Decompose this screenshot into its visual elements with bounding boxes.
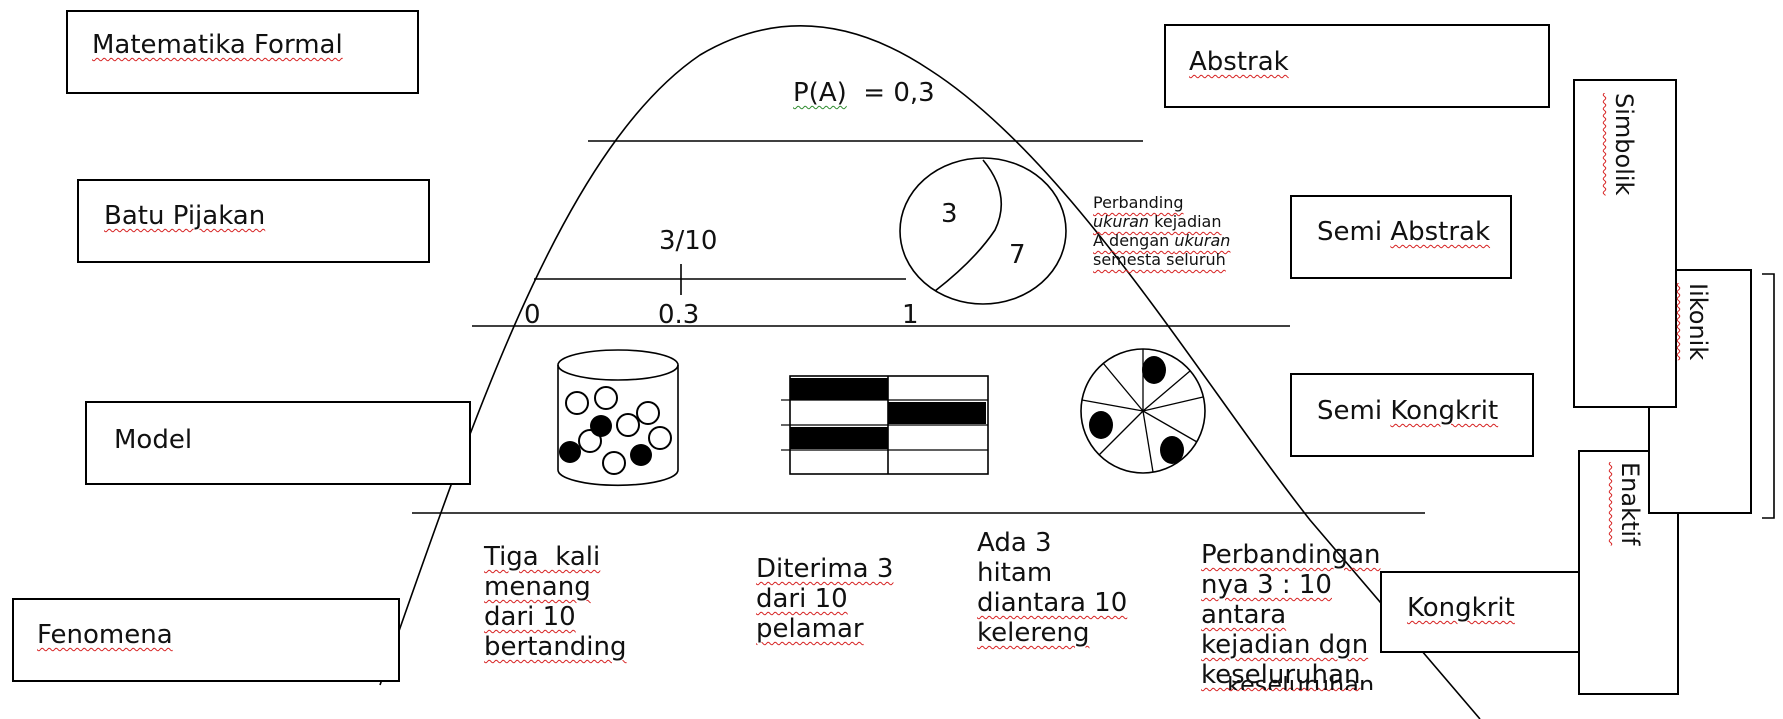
phenomenon-3-line: diantara 10 — [977, 588, 1128, 618]
phenomenon-1-line: bertanding — [484, 632, 627, 662]
phenomenon-4-line: nya 3 : 10 — [1201, 570, 1332, 600]
phenomenon-2-line: Diterima 3 — [756, 554, 894, 584]
level-box-semi-abstract — [1290, 195, 1512, 279]
semi-abstract-word1: Semi — [1317, 217, 1391, 247]
ratio-note-line3: A dengan ukuran — [1093, 231, 1230, 250]
level-label-concrete: Kongkrit — [1407, 593, 1515, 623]
level-label-stepping: Batu Pijakan — [104, 201, 266, 231]
ratio-note-line3-start: A dengan — [1093, 231, 1175, 250]
ratio-circle — [899, 157, 1067, 305]
level-label-phenomena: Fenomena — [37, 620, 173, 650]
ratio-note-italic2: ukuran — [1174, 231, 1231, 250]
phenomenon-4-line: Perbandingan — [1201, 540, 1381, 570]
level-box-abstract — [1164, 24, 1550, 108]
number-line-one: 1 — [902, 300, 919, 330]
repr-label-symbolic: Simbolik — [1610, 93, 1638, 196]
level-label-formal: Matematika Formal — [92, 30, 343, 60]
circle-part-b: 7 — [1009, 240, 1026, 270]
ratio-note-line4: semesta seluruh — [1093, 250, 1226, 269]
repr-label-enactive: Enaktif — [1616, 462, 1644, 546]
level-label-model: Model — [114, 425, 193, 455]
ratio-note-line2: ukuran kejadian — [1093, 212, 1230, 231]
circle-part-a: 3 — [941, 199, 958, 229]
phenomenon-3-line: hitam — [977, 558, 1053, 588]
ratio-note-line2-rest: kejadian — [1149, 212, 1222, 231]
phenomenon-1-line: menang — [484, 572, 591, 602]
semi-concrete-word2: Kongkrit — [1390, 396, 1499, 426]
phenomenon-4-line: kejadian dgn — [1201, 630, 1369, 660]
number-line-zero: 0 — [524, 300, 541, 330]
bell-curve — [379, 25, 1481, 719]
phenomenon-3: Ada 3 hitam diantara 10 kelereng — [977, 528, 1127, 648]
phenomenon-4-line-cut: keseluruhan — [1227, 676, 1375, 690]
number-line-fraction: 3/10 — [659, 226, 718, 256]
ratio-circle-divider — [934, 159, 1003, 292]
semi-abstract-word2: Abstrak — [1390, 217, 1491, 247]
phenomenon-3-line: kelereng — [977, 618, 1090, 648]
level-label-abstract: Abstrak — [1189, 47, 1289, 77]
phenomenon-4: Perbandingan nya 3 : 10 antara kejadian … — [1201, 540, 1380, 690]
phenomenon-2: Diterima 3 dari 10 pelamar — [756, 554, 893, 644]
phenomenon-1: Tiga kali menang dari 10 bertanding — [484, 542, 627, 662]
number-line-point: 0.3 — [658, 300, 700, 330]
repr-label-iconic: Iikonik — [1684, 283, 1712, 361]
spinner-icon — [1080, 348, 1206, 474]
phenomenon-3-line: Ada 3 — [977, 528, 1052, 558]
phenomenon-1-line: dari 10 — [484, 602, 576, 632]
bracket — [1762, 273, 1775, 519]
level-box-concrete — [1380, 571, 1580, 653]
level-box-formal — [66, 10, 419, 94]
semi-concrete-word1: Semi — [1317, 396, 1391, 426]
phenomenon-4-line: antara — [1201, 600, 1287, 630]
formal-expression-p: P(A) — [793, 78, 847, 108]
level-box-semi-concrete — [1290, 373, 1534, 457]
level-label-semi-abstract: Semi Abstrak — [1317, 217, 1490, 247]
level-box-phenomena — [12, 598, 400, 682]
bar-model-icon — [781, 375, 989, 475]
phenomenon-2-line: pelamar — [756, 614, 864, 644]
phenomenon-1-line: Tiga kali — [484, 542, 601, 572]
level-box-stepping — [77, 179, 430, 263]
ratio-note-italic1: ukuran — [1093, 212, 1150, 231]
formal-expression-value: = 0,3 — [846, 78, 935, 108]
marble-jar-icon — [557, 349, 679, 487]
level-label-semi-concrete: Semi Kongkrit — [1317, 396, 1498, 426]
repr-box-symbolic — [1573, 79, 1677, 408]
ratio-note: Perbanding ukuran kejadian A dengan ukur… — [1093, 193, 1230, 269]
phenomenon-2-line: dari 10 — [756, 584, 848, 614]
ratio-note-line1: Perbanding — [1093, 193, 1184, 212]
formal-expression: P(A) = 0,3 — [793, 78, 935, 108]
level-box-model — [85, 401, 471, 485]
